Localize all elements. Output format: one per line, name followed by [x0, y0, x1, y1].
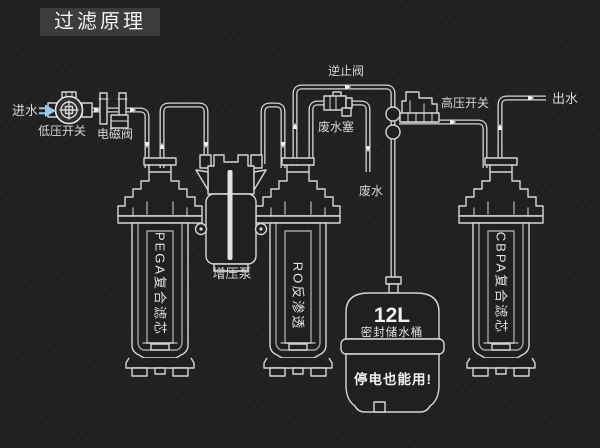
booster-pump — [194, 154, 268, 272]
flow-arrow-icon — [203, 142, 209, 149]
flow-arrow-icon — [450, 119, 457, 125]
flow-arrow-icon — [292, 122, 298, 129]
prefilter-label: PEGA复合滤芯 — [153, 232, 168, 336]
low-pressure-switch — [47, 91, 93, 125]
pipe-outlet — [497, 95, 546, 162]
waste-plug — [323, 91, 353, 117]
pipe-network — [56, 84, 546, 282]
flow-arrow-icon — [159, 142, 165, 149]
flow-arrows — [94, 84, 535, 153]
ro-filter-label: RO反渗透 — [291, 262, 306, 331]
tank-name-label: 密封储水桶 — [361, 325, 424, 339]
flow-arrow-icon — [144, 142, 150, 149]
inlet-arrow-icon — [39, 104, 56, 117]
low-pressure-switch-label: 低压开关 — [38, 124, 86, 138]
pipe-prefilter-to-pump — [159, 102, 209, 168]
pipe-inlet-to-prefilter — [56, 107, 150, 168]
tank-capacity-label: 12L — [374, 304, 410, 327]
flow-arrow-icon — [345, 84, 352, 90]
pipe-switch-to-postfilter — [399, 119, 488, 168]
waste-plug-label: 废水塞 — [318, 119, 354, 134]
inlet-label: 进水 — [12, 103, 38, 118]
tank-note-label: 停电也能用! — [354, 371, 432, 387]
solenoid-valve-label: 电磁阀 — [97, 126, 133, 141]
flow-arrow-icon — [130, 107, 137, 113]
booster-pump-label: 增压泵 — [212, 266, 251, 281]
page-title: 过滤原理 — [40, 8, 160, 36]
solenoid-valve — [98, 92, 129, 129]
flow-arrow-icon — [365, 146, 371, 153]
pipe-pump-to-ro — [260, 102, 286, 168]
tee-fittings — [385, 106, 401, 140]
pipe-waste — [308, 100, 371, 172]
pump-shaft-highlight — [227, 170, 233, 260]
flow-arrow-icon — [497, 123, 503, 130]
flow-arrow-icon — [280, 142, 286, 149]
pipe-ro-to-tank-junction — [292, 84, 396, 282]
storage-tank — [340, 276, 445, 413]
postfilter-label: CBPA复合滤芯 — [494, 232, 509, 334]
flow-arrow-icon — [94, 107, 101, 113]
check-valve-label: 逆止阀 — [328, 63, 364, 78]
high-pressure-switch-label: 高压开关 — [441, 95, 489, 110]
outlet-label: 出水 — [552, 91, 578, 106]
waste-water-label: 废水 — [359, 183, 383, 198]
flow-arrow-icon — [528, 95, 535, 101]
high-pressure-switch — [399, 91, 440, 123]
